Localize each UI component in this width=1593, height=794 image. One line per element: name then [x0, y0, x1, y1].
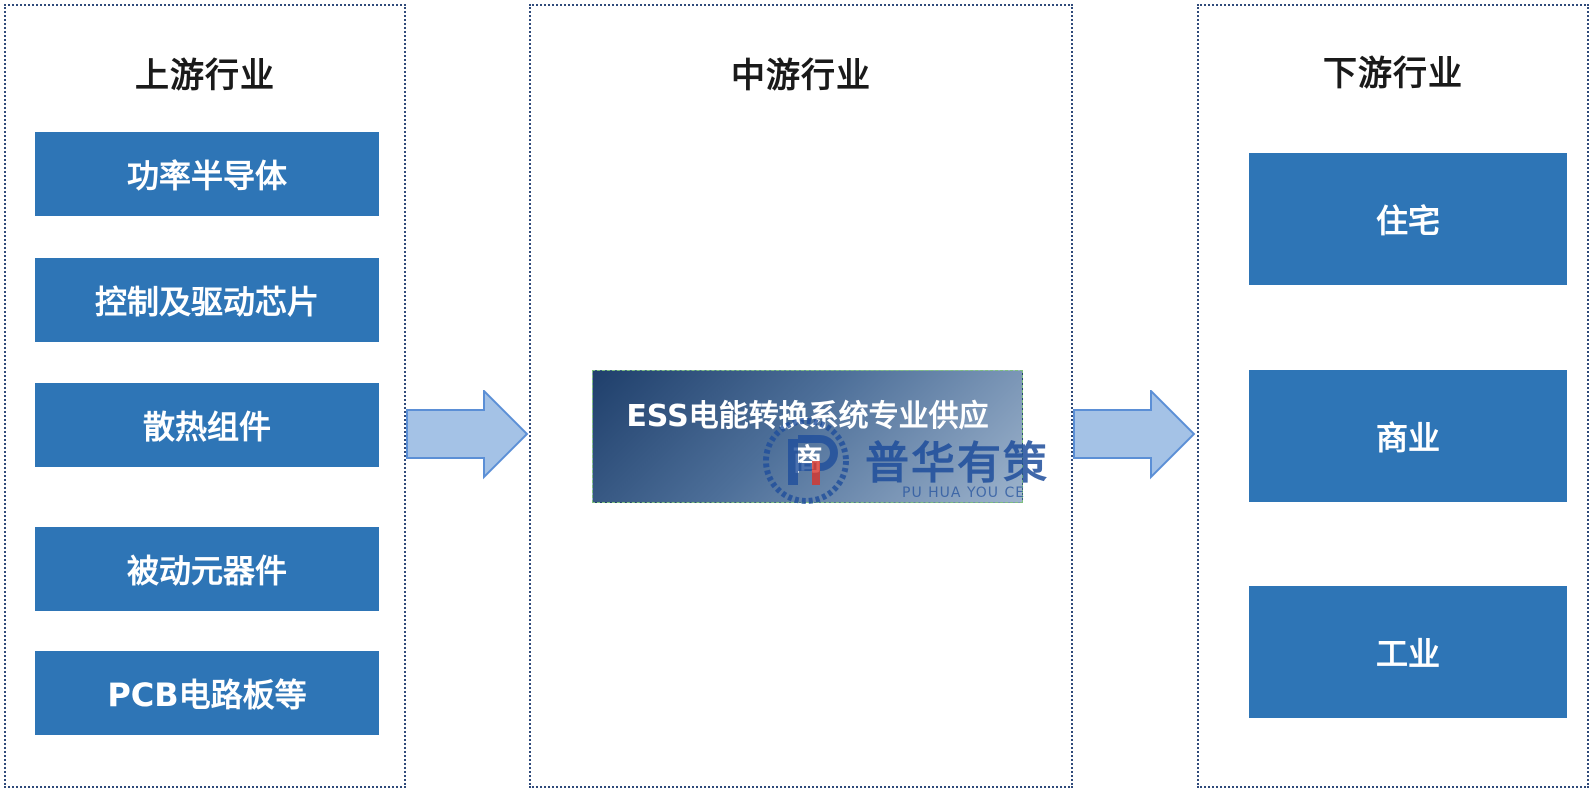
- upstream-title: 上游行业: [135, 56, 275, 96]
- watermark-logo-icon: [763, 418, 849, 504]
- upstream-column: 上游行业 功率半导体 控制及驱动芯片 散热组件 被动元器件 PCB电路板等: [4, 4, 406, 788]
- midstream-title: 中游行业: [731, 56, 871, 96]
- downstream-item-industrial: 工业: [1249, 586, 1567, 718]
- upstream-item-cooling-component: 散热组件: [35, 383, 379, 467]
- downstream-title: 下游行业: [1323, 54, 1463, 94]
- upstream-item-power-semiconductor: 功率半导体: [35, 132, 379, 216]
- downstream-item-commercial: 商业: [1249, 370, 1567, 502]
- downstream-column: 下游行业 住宅 商业 工业: [1197, 4, 1589, 788]
- arrow-right-icon: [406, 390, 529, 480]
- midstream-column: 中游行业 ESS电能转换系统专业供应商: [529, 4, 1073, 788]
- downstream-item-residential: 住宅: [1249, 153, 1567, 285]
- arrow-right-icon: [1073, 390, 1196, 480]
- upstream-item-control-driver-chip: 控制及驱动芯片: [35, 258, 379, 342]
- watermark-text: 普华有策: [865, 438, 1049, 489]
- watermark-subtext: PU HUA YOU CE: [902, 485, 1026, 501]
- midstream-item-ess-supplier: ESS电能转换系统专业供应商: [592, 370, 1023, 503]
- upstream-item-passive-component: 被动元器件: [35, 527, 379, 611]
- watermark-logo: 普华有策 PU HUA YOU CE: [760, 415, 1090, 515]
- upstream-item-pcb: PCB电路板等: [35, 651, 379, 735]
